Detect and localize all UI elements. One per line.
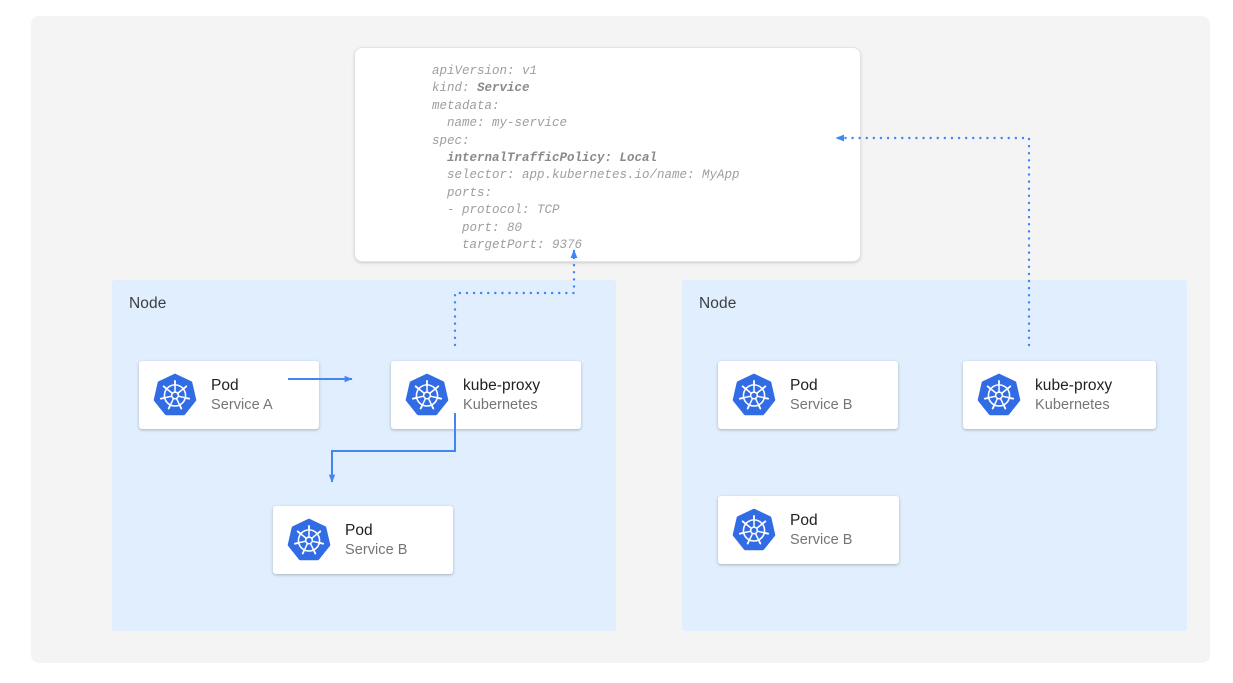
card-kube-proxy-right[interactable]: kube-proxy Kubernetes [963,361,1156,429]
kubernetes-logo-icon [153,373,197,417]
diagram-canvas: apiVersion: v1 kind: Service metadata: n… [31,16,1210,663]
node-container-left: Node [112,280,616,631]
card-kube-proxy-left[interactable]: kube-proxy Kubernetes [391,361,581,429]
kubernetes-logo-icon [405,373,449,417]
card-pod-service-b-right-bottom[interactable]: Pod Service B [718,496,899,564]
card-subtitle: Service B [790,396,853,413]
kubernetes-logo-icon [977,373,1021,417]
card-subtitle: Service B [345,541,408,558]
service-yaml-manifest-card: apiVersion: v1 kind: Service metadata: n… [354,47,861,262]
card-subtitle: Service A [211,396,273,413]
card-pod-service-a[interactable]: Pod Service A [139,361,319,429]
card-title: kube-proxy [1035,376,1113,394]
card-title: Pod [790,376,818,394]
kubernetes-logo-icon [732,373,776,417]
node-label-right: Node [699,295,737,312]
card-subtitle: Kubernetes [1035,396,1110,413]
kubernetes-logo-icon [732,508,776,552]
card-title: Pod [211,376,239,394]
service-yaml-code: apiVersion: v1 kind: Service metadata: n… [432,64,740,253]
card-title: Pod [345,521,373,539]
kubernetes-logo-icon [287,518,331,562]
card-pod-service-b-right-top[interactable]: Pod Service B [718,361,898,429]
card-subtitle: Kubernetes [463,396,538,413]
node-label-left: Node [129,295,167,312]
card-title: kube-proxy [463,376,541,394]
card-subtitle: Service B [790,531,853,548]
node-container-right: Node [682,280,1187,631]
card-pod-service-b-left[interactable]: Pod Service B [273,506,453,574]
card-title: Pod [790,511,818,529]
